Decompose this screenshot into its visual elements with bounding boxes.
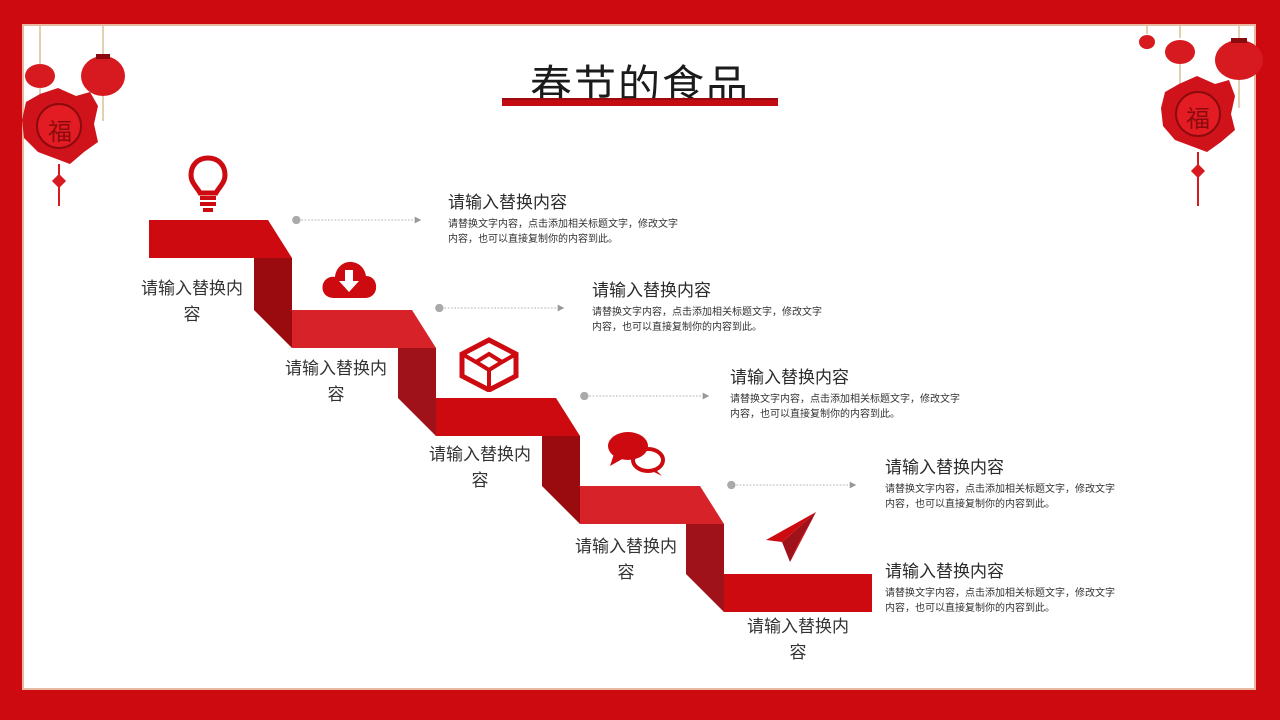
stair-step-5-top xyxy=(724,574,872,612)
stair-step-4-riser xyxy=(686,524,724,612)
step-1-heading: 请输入替换内容 xyxy=(448,192,678,214)
step-4-heading: 请输入替换内容 xyxy=(885,457,1115,479)
step-3-body: 请替换文字内容，点击添加相关标题文字，修改文字内容，也可以直接复制你的内容到此。 xyxy=(730,392,960,422)
step-2-description: 请输入替换内容 请替换文字内容，点击添加相关标题文字，修改文字内容，也可以直接复… xyxy=(592,280,822,335)
step-2-heading: 请输入替换内容 xyxy=(592,280,822,302)
step-3-heading: 请输入替换内容 xyxy=(730,367,960,389)
step-4-label: 请输入替换内容 xyxy=(570,534,682,586)
step-5-body: 请替换文字内容，点击添加相关标题文字，修改文字内容，也可以直接复制你的内容到此。 xyxy=(885,586,1115,616)
connector-2 xyxy=(421,303,581,313)
connector-1 xyxy=(278,215,438,225)
cloud-download-icon xyxy=(320,258,378,302)
step-1-label: 请输入替换内容 xyxy=(136,276,248,328)
step-5-heading: 请输入替换内容 xyxy=(885,561,1115,583)
step-4-description: 请输入替换内容 请替换文字内容，点击添加相关标题文字，修改文字内容，也可以直接复… xyxy=(885,457,1115,512)
step-1-description: 请输入替换内容 请替换文字内容，点击添加相关标题文字，修改文字内容，也可以直接复… xyxy=(448,192,678,247)
stair-step-1-riser xyxy=(254,258,292,348)
stair-step-2-top xyxy=(292,310,436,348)
step-5-label: 请输入替换内容 xyxy=(742,614,854,666)
step-3-description: 请输入替换内容 请替换文字内容，点击添加相关标题文字，修改文字内容，也可以直接复… xyxy=(730,367,960,422)
cube-icon xyxy=(458,336,520,392)
step-2-body: 请替换文字内容，点击添加相关标题文字，修改文字内容，也可以直接复制你的内容到此。 xyxy=(592,305,822,335)
stair-step-4-top xyxy=(580,486,724,524)
step-4-body: 请替换文字内容，点击添加相关标题文字，修改文字内容，也可以直接复制你的内容到此。 xyxy=(885,482,1115,512)
step-2-label: 请输入替换内容 xyxy=(280,356,392,408)
step-5-description: 请输入替换内容 请替换文字内容，点击添加相关标题文字，修改文字内容，也可以直接复… xyxy=(885,561,1115,616)
connector-3 xyxy=(566,391,726,401)
paper-plane-icon xyxy=(762,510,820,564)
connector-4 xyxy=(713,480,873,490)
stair-step-1-top xyxy=(149,220,292,258)
stair-step-3-riser xyxy=(542,436,580,524)
stair-step-3-top xyxy=(436,398,580,436)
step-3-label: 请输入替换内容 xyxy=(424,442,536,494)
chat-bubbles-icon xyxy=(606,430,666,478)
lightbulb-icon xyxy=(188,155,228,213)
step-1-body: 请替换文字内容，点击添加相关标题文字，修改文字内容，也可以直接复制你的内容到此。 xyxy=(448,217,678,247)
stair-step-2-riser xyxy=(398,348,436,436)
